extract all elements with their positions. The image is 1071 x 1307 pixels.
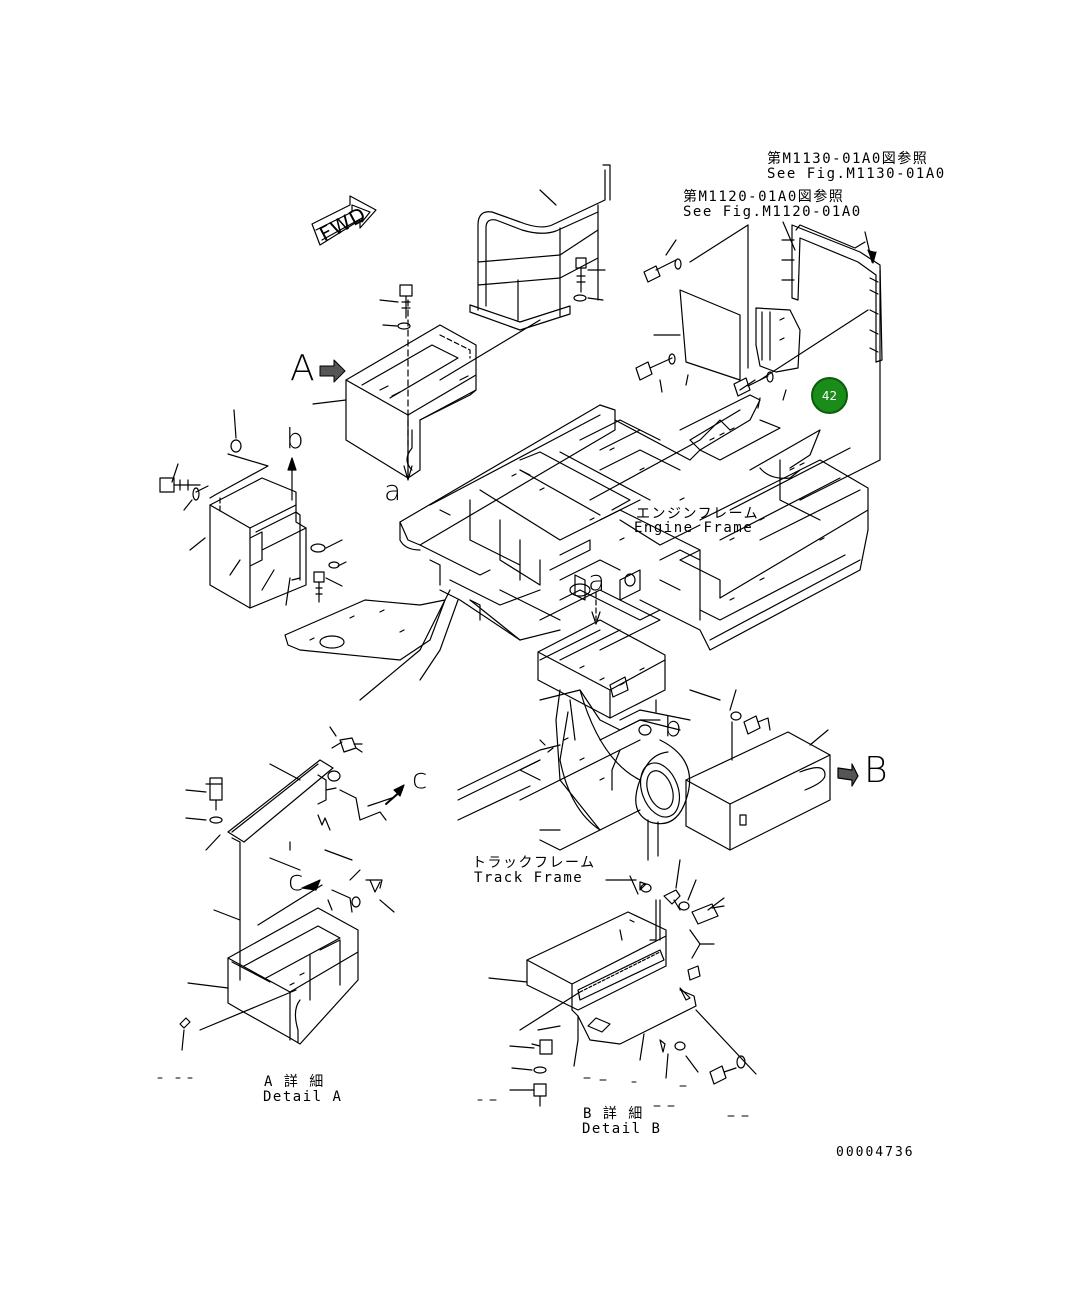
ref-m1120-jp: 第M1120-01A0図参照 (683, 189, 845, 205)
fwd-sign-drawing (311, 195, 377, 246)
engine-frame-en: Engine Frame (634, 520, 754, 536)
view-arrow-a (319, 359, 346, 383)
detail-b-jp: B 詳 細 (583, 1106, 644, 1122)
arrow-label-b-lower: b (664, 710, 682, 743)
arrow-label-c-left: c (288, 864, 304, 897)
box-a-drawing (312, 299, 541, 481)
figure-number: 00004736 (836, 1145, 915, 1160)
box-b-drawing (685, 689, 859, 851)
track-frame-jp: トラックフレーム (472, 855, 596, 871)
upper-right-brackets-drawing (635, 221, 883, 409)
arrow-label-a-upper: a (384, 474, 402, 507)
ref-m1130-en: See Fig.M1130-01A0 (767, 166, 946, 182)
ref-m1120-en: See Fig.M1120-01A0 (683, 204, 862, 220)
centre-plate-drawing (537, 591, 666, 719)
detail-a-jp: A 詳 細 (264, 1074, 325, 1090)
arrow-label-b-upper: b (286, 422, 304, 455)
view-label-b: B (864, 750, 888, 791)
view-label-a: A (290, 348, 315, 389)
left-bracket-drawing (159, 409, 347, 609)
detail-a-drawing (179, 726, 405, 1051)
detail-b-en: Detail B (582, 1121, 662, 1137)
arrow-label-a-lower: a (588, 564, 606, 597)
part-callout-42[interactable]: 42 (811, 377, 848, 414)
detail-b-drawing (488, 859, 757, 1107)
bolt-drawings-top (379, 257, 606, 330)
arrow-label-c-right: c (412, 762, 428, 795)
handrail-drawing (469, 164, 611, 331)
dash-marks (157, 1077, 749, 1117)
detail-a-en: Detail A (263, 1089, 343, 1105)
floor-plate-drawing (284, 599, 446, 661)
engine-frame-drawing (399, 269, 881, 651)
ref-m1130-jp: 第M1130-01A0図参照 (767, 151, 929, 167)
track-frame-drawing (359, 589, 721, 861)
track-frame-en: Track Frame (474, 870, 584, 886)
engine-frame-jp: エンジンフレーム (636, 506, 760, 522)
